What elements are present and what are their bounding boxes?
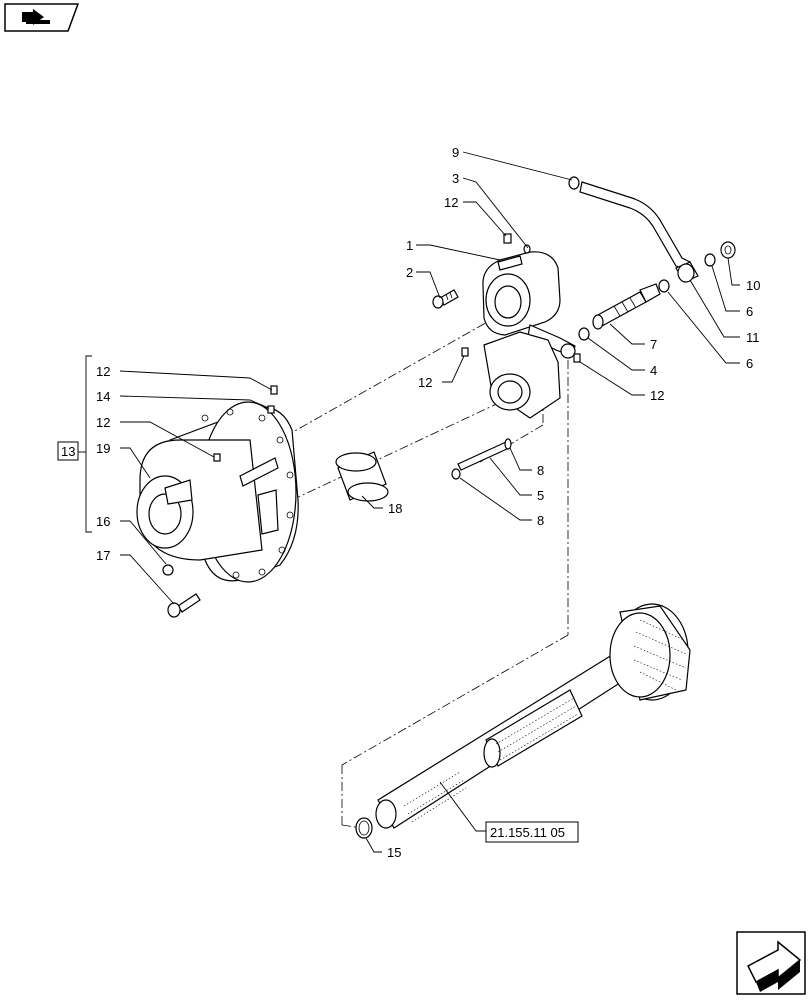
callout-7: 7: [650, 337, 657, 352]
grub-screw-part-12-mid: [461, 347, 469, 357]
callout-6-upper: 6: [746, 304, 753, 319]
callout-12-flange-mid: 12: [96, 415, 110, 430]
callout-12-top: 12: [444, 195, 458, 210]
screw-part-2: [432, 289, 459, 309]
circlip-part-8-lower: [451, 468, 461, 480]
housing-part-1: [482, 251, 576, 359]
leader-lines: [119, 151, 740, 853]
washer-part-6-upper: [704, 253, 716, 267]
callout-19: 19: [96, 441, 110, 456]
callout-14: 14: [96, 389, 110, 404]
group-13-bracket: [78, 355, 92, 533]
callout-18: 18: [388, 501, 402, 516]
callout-5: 5: [537, 488, 544, 503]
callout-10: 10: [746, 278, 760, 293]
ball-part-16: [162, 564, 174, 576]
callout-9: 9: [452, 145, 459, 160]
o-ring-part-3: [523, 244, 531, 254]
next-page-arrow-icon: [747, 940, 802, 992]
callout-12-flange-top: 12: [96, 364, 110, 379]
pipe-part-9: [568, 176, 691, 271]
callout-8-lower: 8: [537, 513, 544, 528]
reference-label: 21.155.11 05: [490, 825, 565, 840]
back-arrow-icon: [22, 9, 50, 25]
callout-labels: 9 3 12 1 2 10 6 11 6 7 4 12 12 8 5 8 12 …: [96, 145, 760, 860]
callout-11: 11: [746, 330, 760, 345]
callout-12-right: 12: [650, 388, 664, 403]
callout-6-lower: 6: [746, 356, 753, 371]
plug-part-14: [267, 405, 275, 414]
callout-16: 16: [96, 514, 110, 529]
splined-shaft: [375, 603, 691, 829]
callout-2: 2: [406, 265, 413, 280]
washer-part-6-lower: [658, 279, 670, 293]
next-page-button[interactable]: [736, 931, 806, 995]
callout-15: 15: [387, 845, 401, 860]
callout-13-box: 13: [57, 441, 79, 461]
bolt-part-17: [167, 593, 201, 618]
grub-screw-part-12-flange-mid: [213, 453, 221, 462]
callout-13: 13: [61, 444, 75, 459]
callout-12-mid: 12: [418, 375, 432, 390]
callout-8-upper: 8: [537, 463, 544, 478]
callout-17: 17: [96, 548, 110, 563]
callout-4: 4: [650, 363, 657, 378]
fittings-group: [658, 241, 736, 293]
grub-screw-part-12-right: [573, 353, 581, 363]
callout-1: 1: [406, 238, 413, 253]
lower-housing: [461, 331, 581, 419]
callout-3: 3: [452, 171, 459, 186]
o-ring-part-4: [578, 327, 590, 341]
grub-screw-part-12-top: [503, 233, 512, 244]
snap-ring-part-15: [355, 817, 373, 839]
reference-link[interactable]: 21.155.11 05: [485, 821, 579, 843]
prev-page-button[interactable]: [4, 3, 80, 32]
nut-part-10: [720, 241, 736, 259]
pin-part-5: [451, 438, 512, 480]
circlip-part-8-upper: [504, 438, 512, 450]
bushing-part-18: [335, 451, 389, 502]
flange-housing-part-19: [136, 385, 299, 583]
union-part-7: [592, 283, 661, 330]
grub-screw-part-12-flange-top: [270, 385, 278, 395]
